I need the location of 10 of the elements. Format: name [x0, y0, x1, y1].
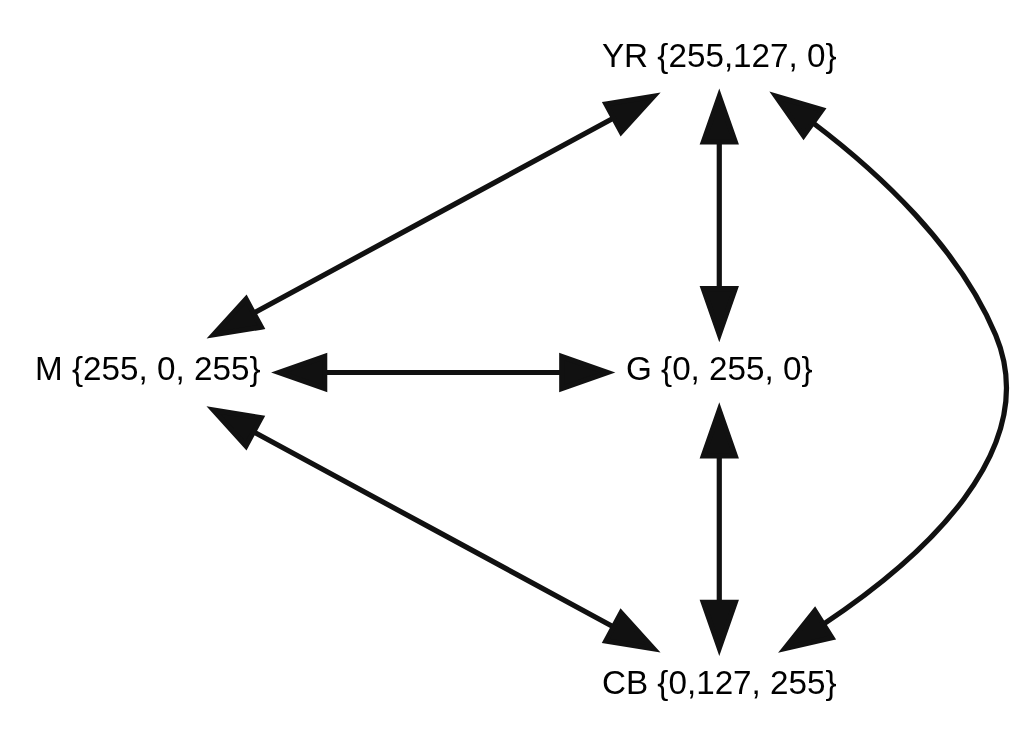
- arrow: [769, 91, 1009, 653]
- arrow: [206, 405, 661, 652]
- node-text: YR {255,127, 0}: [601, 36, 837, 74]
- arrow: [699, 87, 739, 342]
- node-text: M {255, 0, 255}: [35, 349, 261, 387]
- arrow: [271, 352, 616, 392]
- arrow: [699, 401, 739, 656]
- node-text: G {0, 255, 0}: [625, 349, 813, 387]
- arrow: [206, 92, 661, 339]
- node-text: CB {0,127, 255}: [601, 663, 837, 701]
